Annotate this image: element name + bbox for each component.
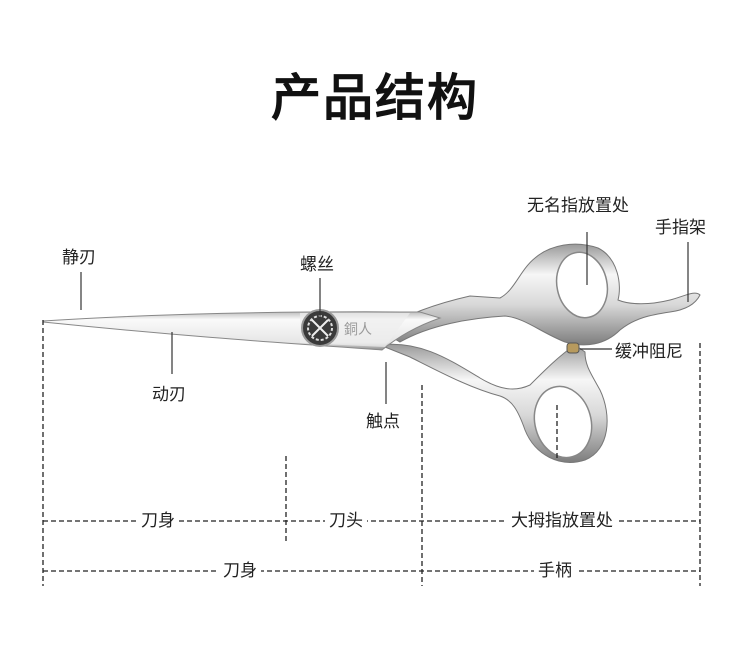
dimension-guides — [42, 320, 701, 586]
section-blade-body: 刀身 — [137, 511, 179, 531]
label-static-blade: 静刃 — [62, 248, 96, 268]
label-contact-point: 触点 — [366, 412, 400, 432]
leader-lines — [80, 232, 689, 404]
label-damper: 缓冲阻尼 — [615, 342, 683, 362]
ring-handle — [379, 243, 701, 346]
damper — [566, 342, 580, 354]
section-blade-tip: 刀头 — [325, 511, 367, 531]
label-screw: 螺丝 — [300, 255, 334, 275]
label-moving-blade: 动刃 — [152, 385, 186, 405]
blade — [42, 311, 442, 351]
label-ring-finger-rest: 无名指放置处 — [527, 196, 629, 216]
section-handle: 手柄 — [534, 561, 576, 581]
section-blade: 刀身 — [219, 561, 261, 581]
page-title: 产品结构 — [271, 69, 479, 127]
thumb-handle — [379, 343, 608, 463]
section-thumb-rest: 大拇指放置处 — [507, 511, 617, 531]
label-finger-rest: 手指架 — [655, 218, 706, 238]
brand-logo: 銅人 — [344, 322, 372, 338]
